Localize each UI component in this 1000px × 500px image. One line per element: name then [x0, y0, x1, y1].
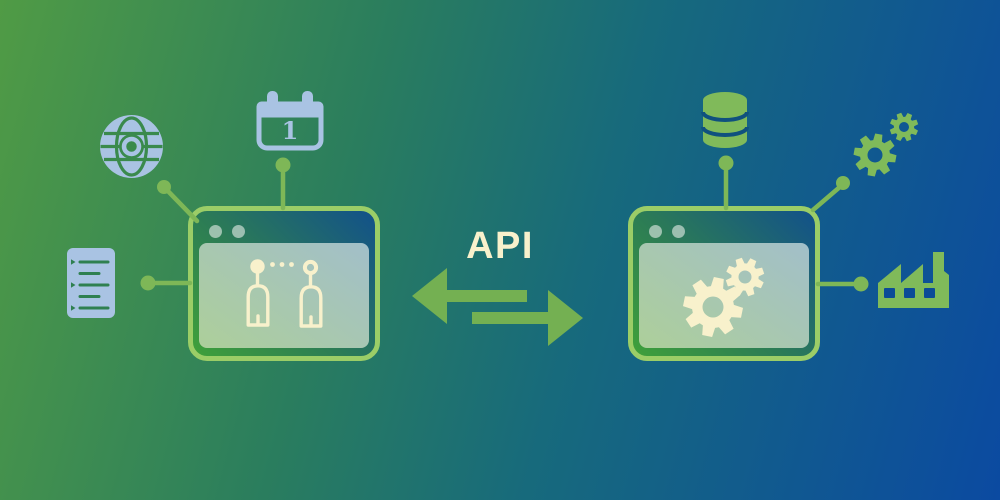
connector-node	[157, 180, 171, 194]
people-exchange-icon	[246, 259, 323, 328]
factory-icon	[878, 252, 949, 308]
window-control-dot-icon	[209, 225, 222, 238]
globe-icon	[100, 115, 163, 178]
window-control-dot-icon	[232, 225, 245, 238]
connector-lines	[147, 165, 861, 287]
window-control-dot-icon	[649, 225, 662, 238]
api-label: API	[466, 225, 534, 267]
connector-node	[140, 275, 156, 291]
calendar-icon: 1	[256, 91, 324, 151]
arrow-right-icon	[472, 290, 583, 346]
window-control-dot-icon	[672, 225, 685, 238]
client-app-window	[188, 206, 380, 361]
gears-icon	[853, 112, 919, 177]
connector-nodes	[140, 155, 869, 292]
connector-node	[275, 157, 291, 173]
database-icon	[701, 92, 749, 148]
globe-connector-line	[161, 184, 200, 224]
checklist-icon	[67, 248, 115, 318]
exchange-arrows	[412, 268, 583, 346]
connector-node	[718, 155, 734, 171]
arrow-left-icon	[412, 268, 527, 324]
connector-node	[836, 176, 850, 190]
processing-gears-icon	[683, 257, 765, 337]
gears-connector-line	[810, 183, 844, 213]
client-app-content-pane	[199, 243, 369, 348]
calendar-day-number: 1	[282, 116, 299, 145]
connector-node	[853, 276, 869, 292]
communication-dots	[270, 262, 294, 267]
